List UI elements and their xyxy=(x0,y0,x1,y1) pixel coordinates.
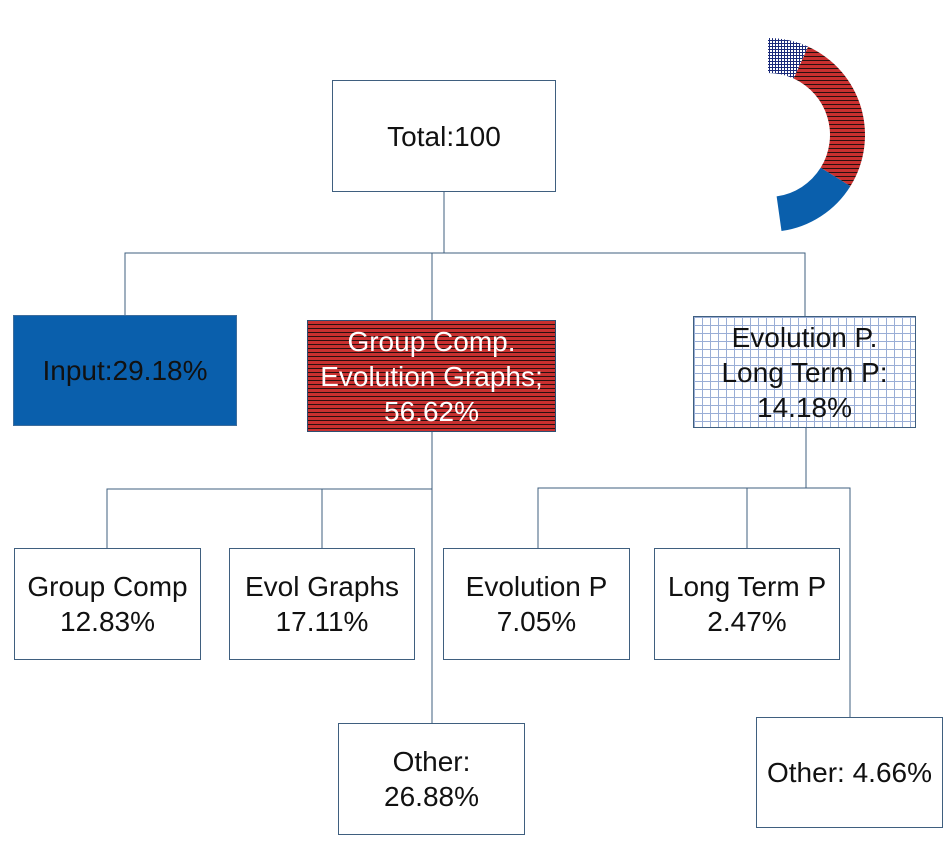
node-evol-graphs: Evol Graphs 17.11% xyxy=(229,548,415,660)
node-group-comp: Group Comp 12.83% xyxy=(14,548,201,660)
node-evolution-line-1: Evolution P. xyxy=(731,321,878,353)
node-long-term-p-line-1: Long Term P xyxy=(667,571,827,602)
node-group-line-1: Group Comp. xyxy=(347,325,516,357)
node-evolution-p-line-1: Evolution P xyxy=(465,571,608,602)
node-other-group: Other: 26.88% xyxy=(338,723,525,835)
node-group-comp-line-1: Group Comp xyxy=(27,571,188,602)
node-input-line-1: Input:29.18% xyxy=(42,355,208,386)
node-total-line-1: Total:100 xyxy=(387,120,501,152)
node-evol-graphs-line-2: 17.11% xyxy=(275,606,369,637)
node-input: Input:29.18% xyxy=(13,315,237,426)
donut-chart xyxy=(768,38,865,232)
node-group-line-3: 56.62% xyxy=(384,395,479,427)
node-evolution-line-2: Long Term P: xyxy=(721,356,888,388)
node-group-comp-line-2: 12.83% xyxy=(60,606,155,637)
node-other-evolution-line-1: Other: 4.66% xyxy=(767,757,932,788)
node-long-term-p-line-2: 2.47% xyxy=(707,606,787,637)
node-other-group-line-1: Other: xyxy=(392,746,471,777)
node-other-group-line-2: 26.88% xyxy=(384,781,479,812)
node-evol-graphs-line-1: Evol Graphs xyxy=(244,571,400,602)
node-long-term-p: Long Term P 2.47% xyxy=(654,548,840,660)
node-evolution-p: Evolution P 7.05% xyxy=(443,548,630,660)
node-total: Total:100 xyxy=(332,80,556,192)
donut-segment-evolution xyxy=(768,38,809,79)
node-other-evolution: Other: 4.66% xyxy=(756,717,943,828)
node-group-line-2: Evolution Graphs; xyxy=(320,360,543,392)
donut-segment-group xyxy=(793,46,865,187)
node-evolution-p-line-2: 7.05% xyxy=(496,606,577,637)
connector-evolution xyxy=(537,428,851,717)
donut-segment-input xyxy=(776,167,851,232)
node-group-comp-evolution: Group Comp. Evolution Graphs; 56.62% xyxy=(307,320,556,432)
node-evolution-line-3: 14.18% xyxy=(757,391,852,423)
connector-group xyxy=(106,432,433,723)
connector-root xyxy=(124,192,806,320)
node-evolution-long-term: Evolution P. Long Term P: 14.18% xyxy=(693,316,916,428)
